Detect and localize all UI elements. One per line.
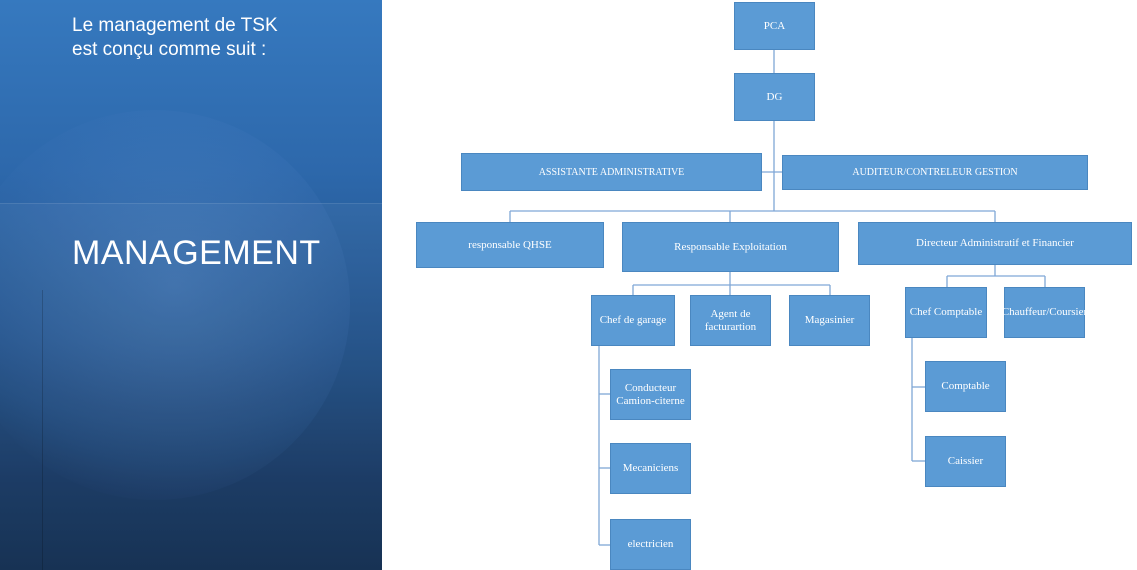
node-directeur-administratif-financier: Directeur Administratif et Financier xyxy=(858,222,1132,265)
left-title-panel: Le management de TSK est conçu comme sui… xyxy=(0,0,382,570)
slide-title: MANAGEMENT xyxy=(72,234,321,272)
node-assistante-administrative: ASSISTANTE ADMINISTRATIVE xyxy=(461,153,762,191)
decorative-line xyxy=(42,290,43,570)
node-pca: PCA xyxy=(734,2,815,50)
node-caissier: Caissier xyxy=(925,436,1006,487)
node-chef-comptable: Chef Comptable xyxy=(905,287,987,338)
decorative-band xyxy=(0,203,382,570)
node-electricien: electricien xyxy=(610,519,691,570)
org-chart: PCA DG ASSISTANTE ADMINISTRATIVE AUDITEU… xyxy=(382,0,1137,570)
node-conducteur-camion-citerne: Conducteur Camion-citerne xyxy=(610,369,691,420)
node-auditeur-controleur: AUDITEUR/CONTRELEUR GESTION xyxy=(782,155,1088,190)
node-responsable-exploitation: Responsable Exploitation xyxy=(622,222,839,272)
node-agent-de-facturation: Agent de facturartion xyxy=(690,295,771,346)
node-chef-de-garage: Chef de garage xyxy=(591,295,675,346)
node-chauffeur-coursier: Chauffeur/Coursier xyxy=(1002,287,1087,338)
node-dg: DG xyxy=(734,73,815,121)
intro-text: Le management de TSK est conçu comme sui… xyxy=(72,15,278,60)
node-magasinier: Magasinier xyxy=(789,295,870,346)
decorative-circle xyxy=(0,110,350,500)
node-mecaniciens: Mecaniciens xyxy=(610,443,691,494)
node-responsable-qhse: responsable QHSE xyxy=(416,222,604,268)
org-chart-connectors xyxy=(509,50,1046,546)
node-comptable: Comptable xyxy=(925,361,1006,412)
